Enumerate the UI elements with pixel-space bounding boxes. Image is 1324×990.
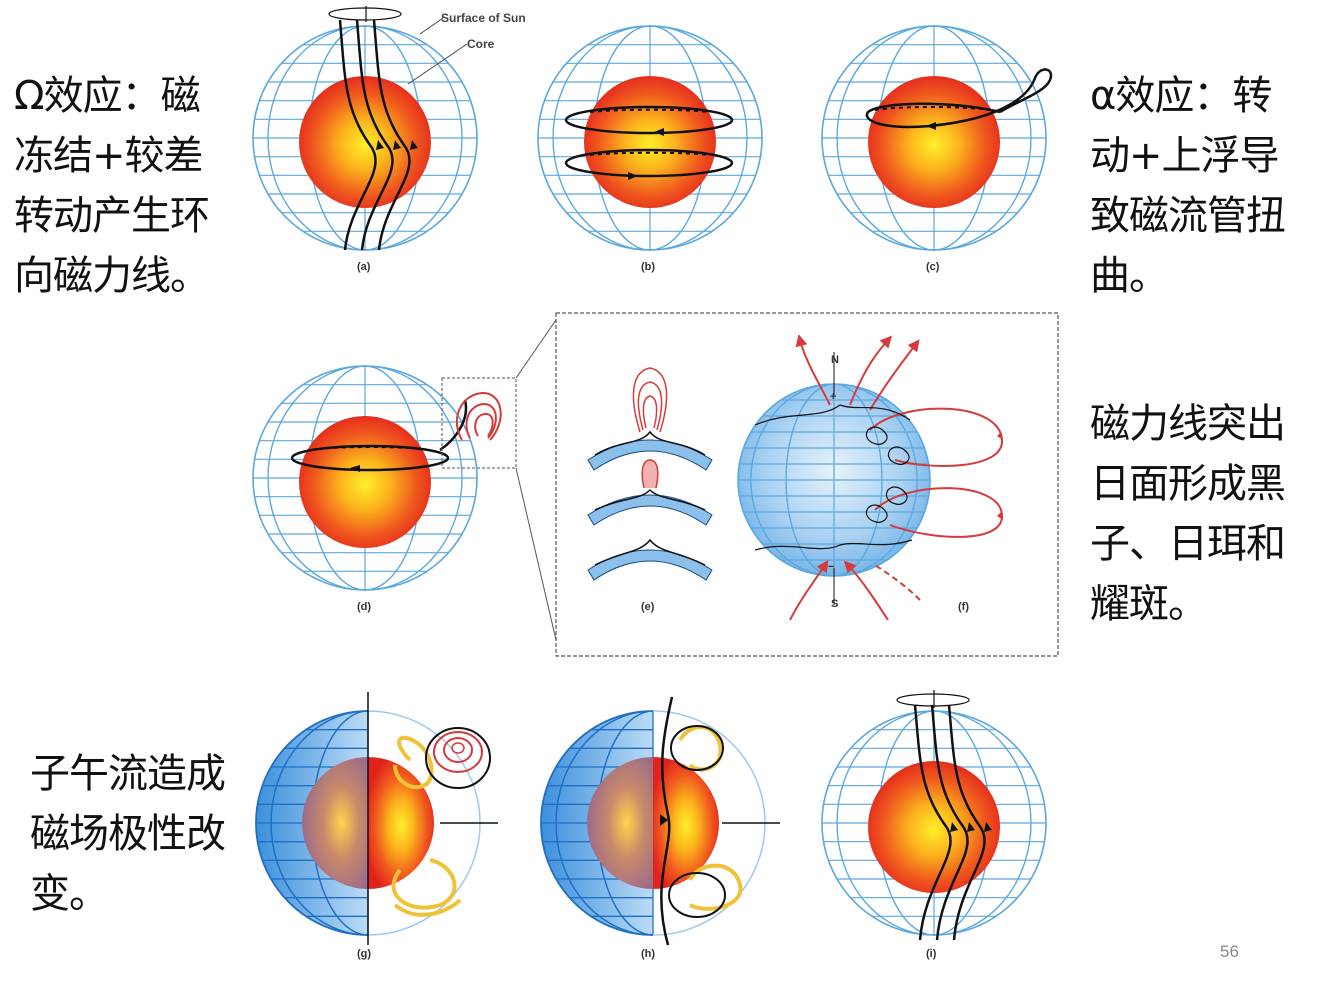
caption-i: (i) bbox=[926, 948, 937, 960]
panel-b-field-lines bbox=[564, 105, 734, 180]
panel-i-field-lines bbox=[896, 690, 992, 941]
inset-box bbox=[555, 312, 1059, 657]
plus-sign: + bbox=[830, 391, 836, 403]
globe-c-core bbox=[868, 76, 1000, 208]
globe-a-core bbox=[299, 76, 431, 208]
panel-h-flow bbox=[660, 696, 780, 946]
caption-e: (e) bbox=[641, 601, 655, 613]
panel-captions: (a) (b) (c) (d) (e) (f) (g) (h) (i) bbox=[357, 261, 969, 960]
sunspot-text: 磁力线突出 日面形成黑 子、日珥和 耀斑。 bbox=[1090, 401, 1286, 627]
meridional-flow-text: 子午流造成 磁场极性改 变。 bbox=[30, 751, 226, 917]
panel-e bbox=[587, 367, 713, 581]
panel-c-field-lines bbox=[865, 68, 1053, 130]
surface-label: Surface of Sun bbox=[441, 11, 526, 25]
alpha-effect-text: α效应：转 动+上浮导 致磁流管扭 曲。 bbox=[1090, 73, 1286, 299]
caption-b: (b) bbox=[641, 261, 655, 273]
panel-d-field-lines bbox=[290, 319, 557, 641]
globe-c bbox=[821, 25, 1047, 251]
caption-f: (f) bbox=[958, 601, 969, 613]
caption-c: (c) bbox=[926, 261, 940, 273]
globe-d bbox=[252, 365, 478, 591]
minus-sign: − bbox=[828, 561, 834, 573]
omega-effect-text: Ω效应：磁 冻结+较差 转动产生环 向磁力线。 bbox=[14, 73, 210, 299]
globe-d-core bbox=[299, 416, 431, 548]
south-pole-label: S bbox=[831, 598, 838, 610]
globe-b bbox=[537, 25, 763, 251]
globe-h bbox=[540, 710, 766, 936]
north-pole-label: N bbox=[831, 354, 839, 366]
panel-a-field-lines bbox=[328, 6, 418, 251]
page-number: 56 bbox=[1220, 942, 1239, 961]
globe-i-core bbox=[868, 761, 1000, 893]
panel-g-flow bbox=[367, 692, 498, 945]
globe-i bbox=[821, 710, 1047, 936]
panel-f: + − N S bbox=[754, 334, 1004, 621]
caption-g: (g) bbox=[357, 948, 371, 960]
caption-h: (h) bbox=[641, 948, 655, 960]
caption-d: (d) bbox=[357, 601, 371, 613]
caption-a: (a) bbox=[357, 261, 371, 273]
core-label: Core bbox=[467, 37, 495, 51]
surface-core-labels: Surface of Sun Core bbox=[407, 11, 526, 85]
globe-a bbox=[252, 25, 478, 251]
globe-b-core bbox=[584, 76, 716, 208]
